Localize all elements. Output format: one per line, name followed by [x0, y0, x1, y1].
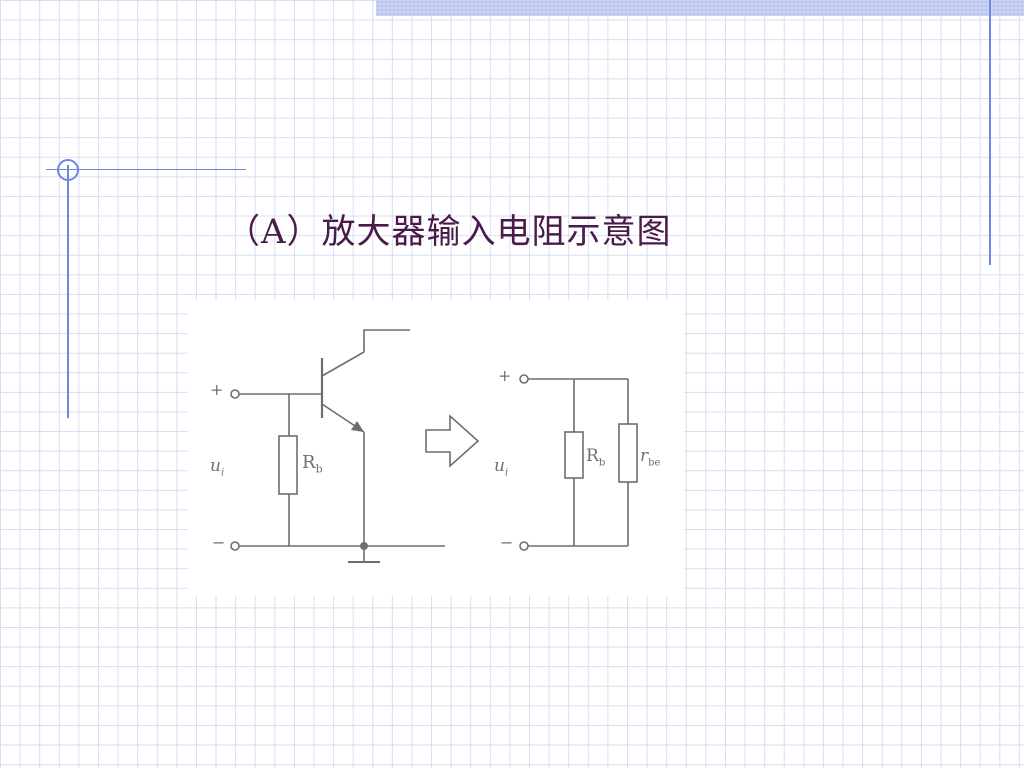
transistor-collector [321, 351, 365, 377]
left-plus-terminal-node [230, 389, 240, 399]
right-ui-symbol: u [494, 456, 505, 476]
left-ui-subscript: i [220, 467, 225, 479]
emitter-arrow-icon [351, 421, 364, 432]
decorative-left-line [67, 165, 69, 418]
right-rbe-symbol: r [640, 446, 649, 466]
right-ui-subscript: i [504, 467, 509, 479]
right-minus-sign: − [500, 533, 514, 552]
decorative-title-rule [46, 169, 246, 170]
left-input-voltage-label: ui [210, 456, 224, 478]
left-ui-symbol: u [210, 456, 221, 476]
right-rb-label: Rb [586, 446, 605, 468]
right-rbe-resistor [618, 423, 638, 483]
right-plus-terminal-node [519, 374, 529, 384]
header-band [376, 0, 1024, 16]
decorative-right-line [989, 0, 991, 265]
amplifier-input-resistance-diagram: + − ui Rb + − ui Rb rbe [188, 300, 684, 596]
left-rb-symbol: R [302, 452, 316, 473]
circuit-drawing [230, 329, 638, 563]
right-input-voltage-label: ui [494, 456, 508, 478]
left-minus-sign: − [212, 533, 226, 552]
right-rb-resistor [564, 431, 584, 479]
right-minus-terminal-node [519, 541, 529, 551]
transform-arrow-icon [425, 414, 480, 468]
right-plus-sign: + [498, 366, 512, 385]
left-rb-label: Rb [302, 452, 323, 476]
left-plus-sign: + [210, 380, 224, 399]
left-minus-terminal-node [230, 541, 240, 551]
ground-junction-dot [360, 542, 368, 550]
left-rb-resistor [278, 435, 298, 495]
right-rbe-label: rbe [640, 446, 660, 468]
decorative-circle-icon [57, 159, 79, 181]
slide-title: （A）放大器输入电阻示意图 [226, 212, 672, 252]
left-rb-subscript: b [315, 462, 323, 476]
right-rb-subscript: b [598, 457, 606, 469]
right-rbe-subscript: be [648, 457, 661, 469]
right-rb-symbol: R [586, 446, 599, 466]
collector-output-wire [363, 329, 410, 352]
